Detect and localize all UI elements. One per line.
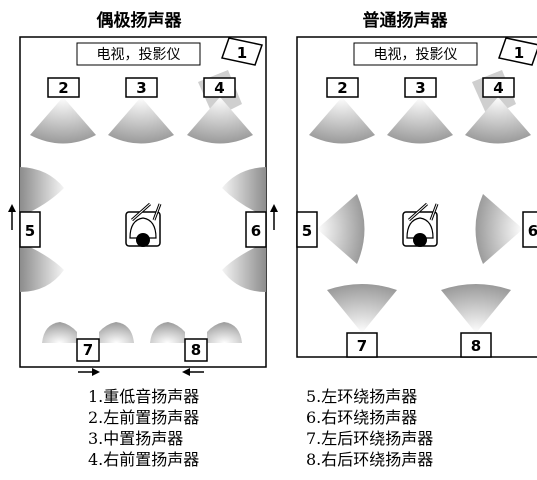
legend-item-7: 7.左后环绕扬声器 xyxy=(306,429,434,448)
speaker-8-spread-left xyxy=(150,322,185,343)
speaker-2-front-left: 2 xyxy=(326,77,359,98)
speaker-2-spread xyxy=(30,97,96,144)
speaker-5-spread xyxy=(317,194,365,264)
speaker-number-5-right: 5 xyxy=(302,222,312,240)
speaker-6-surround-right: 6 xyxy=(245,211,267,248)
speaker-6-spread-front xyxy=(222,167,266,212)
speaker-number-7-left: 7 xyxy=(83,341,93,359)
speaker-number-7-right: 7 xyxy=(357,337,367,355)
speaker-4-spread xyxy=(187,97,253,144)
speaker-4-spread xyxy=(465,97,531,144)
speaker-number-4: 4 xyxy=(214,79,224,97)
speaker-7-rear-left: 7 xyxy=(346,332,378,358)
speaker-3-center: 3 xyxy=(125,77,158,98)
speaker-7-rear-left: 7 xyxy=(76,338,100,362)
speaker-6-surround-right: 6 xyxy=(522,211,537,248)
speaker-number-2: 2 xyxy=(58,79,68,97)
legend-item-8: 8.右后环绕扬声器 xyxy=(306,450,434,469)
legend-right: 5.左环绕扬声器 6.右环绕扬声器 7.左后环绕扬声器 8.右后环绕扬声器 xyxy=(306,386,433,470)
normal-room-panel: 电视，投影仪 1 2 3 4 5 6 xyxy=(296,36,537,358)
speaker-number-5-left: 5 xyxy=(25,222,35,240)
speaker-6-adjust-arrow xyxy=(270,204,278,230)
speaker-number-2: 2 xyxy=(337,79,347,97)
legend-item-3: 3.中置扬声器 xyxy=(88,429,184,448)
listener-icon xyxy=(125,202,162,247)
speaker-5-surround-left: 5 xyxy=(19,211,41,248)
speaker-2-spread xyxy=(309,97,375,144)
speaker-1-subwoofer: 1 xyxy=(221,37,263,66)
speaker-number-3: 3 xyxy=(415,79,425,97)
speaker-3-center: 3 xyxy=(404,77,437,98)
speaker-8-spread xyxy=(441,284,511,333)
legend-item-5: 5.左环绕扬声器 xyxy=(306,387,418,406)
tv-projector-box xyxy=(76,42,201,66)
legend-item-2: 2.左前置扬声器 xyxy=(88,408,200,427)
speaker-8-rear-right: 8 xyxy=(460,332,492,358)
title-dipole-speakers: 偶极扬声器 xyxy=(97,10,183,31)
speaker-7-spread xyxy=(327,284,397,333)
speaker-7-spread-right xyxy=(99,322,134,343)
dipole-room-panel: 电视，投影仪 1 2 3 4 5 xyxy=(8,36,278,376)
speaker-1-subwoofer: 1 xyxy=(498,37,537,66)
speaker-6-spread-rear xyxy=(222,247,266,292)
speaker-4-front-right: 4 xyxy=(203,77,236,98)
speaker-5-adjust-arrow xyxy=(8,204,16,230)
legend-left: 1.重低音扬声器 2.左前置扬声器 3.中置扬声器 4.右前置扬声器 xyxy=(88,386,199,470)
listener-icon xyxy=(402,202,439,247)
speaker-7-adjust-arrow xyxy=(78,368,100,376)
speaker-number-8-left: 8 xyxy=(191,341,201,359)
title-normal-speakers: 普通扬声器 xyxy=(363,10,449,31)
speaker-number-6-right: 6 xyxy=(528,222,537,240)
speaker-2-front-left: 2 xyxy=(47,77,80,98)
speaker-3-spread xyxy=(108,97,174,144)
speaker-number-4: 4 xyxy=(493,79,503,97)
speaker-8-adjust-arrow xyxy=(182,368,204,376)
speaker-6-spread xyxy=(475,194,523,264)
speaker-7-spread-left xyxy=(42,322,77,343)
speaker-8-rear-right: 8 xyxy=(184,338,208,362)
legend-item-4: 4.右前置扬声器 xyxy=(88,450,200,469)
speaker-5-surround-left: 5 xyxy=(296,211,318,248)
speaker-number-6-left: 6 xyxy=(251,222,261,240)
legend-item-6: 6.右环绕扬声器 xyxy=(306,408,418,427)
tv-projector-label: 电视，投影仪 xyxy=(97,47,181,63)
speaker-number-1: 1 xyxy=(514,44,524,62)
room-outline xyxy=(296,36,537,358)
speaker-4-front-right: 4 xyxy=(482,77,515,98)
speaker-3-spread xyxy=(387,97,453,144)
speaker-8-spread-right xyxy=(207,322,242,343)
speaker-number-1: 1 xyxy=(237,44,247,62)
tv-projector-label: 电视，投影仪 xyxy=(374,47,458,63)
tv-projector-box xyxy=(353,42,478,66)
legend-item-1: 1.重低音扬声器 xyxy=(88,387,200,406)
speaker-number-3: 3 xyxy=(136,79,146,97)
speaker-5-spread-rear xyxy=(20,247,64,292)
speaker-number-8-right: 8 xyxy=(471,337,481,355)
speaker-5-spread-front xyxy=(20,167,64,212)
